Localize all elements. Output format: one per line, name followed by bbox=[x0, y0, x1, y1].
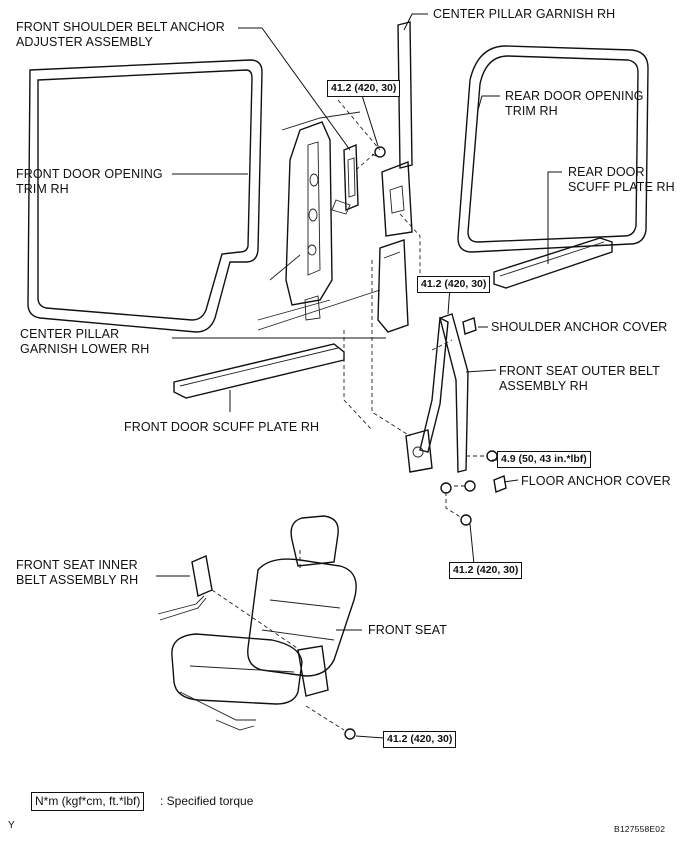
front-door-opening-trim-label: FRONT DOOR OPENING TRIM RH bbox=[16, 167, 163, 197]
label-line: REAR DOOR OPENING bbox=[505, 89, 644, 103]
center-pillar-garnish-label: CENTER PILLAR GARNISH RH bbox=[433, 7, 615, 22]
label-line: FLOOR ANCHOR COVER bbox=[521, 474, 671, 488]
label-line: CENTER PILLAR GARNISH RH bbox=[433, 7, 616, 21]
corner-mark: Y bbox=[8, 820, 15, 831]
label-line: ASSEMBLY RH bbox=[499, 379, 588, 393]
center-pillar-garnish-lower-label: CENTER PILLAR GARNISH LOWER RH bbox=[20, 327, 149, 357]
label-line: TRIM RH bbox=[16, 182, 69, 196]
label-line: GARNISH LOWER RH bbox=[20, 342, 150, 356]
front-seat-inner-belt-part bbox=[157, 555, 213, 621]
label-line: FRONT DOOR SCUFF PLATE RH bbox=[124, 420, 320, 434]
front-seat-inner-belt-label: FRONT SEAT INNER BELT ASSEMBLY RH bbox=[16, 558, 138, 588]
figure-code: B127558E02 bbox=[614, 824, 666, 834]
torque-legend-text: : Specified torque bbox=[160, 794, 254, 808]
torque-retractor: 4.9 (50, 43 in.*lbf) bbox=[497, 451, 591, 468]
front-seat-outer-belt-part bbox=[405, 313, 477, 494]
label-line: BELT ASSEMBLY RH bbox=[16, 573, 139, 587]
front-seat-label: FRONT SEAT bbox=[368, 623, 447, 638]
torque-legend-box: N*m (kgf*cm, ft.*lbf) bbox=[31, 792, 145, 811]
label-line: FRONT DOOR OPENING bbox=[16, 167, 163, 181]
label-line: TRIM RH bbox=[505, 104, 558, 118]
front-door-opening-trim-part bbox=[27, 59, 263, 333]
center-pillar-garnish-lower-part bbox=[377, 239, 409, 333]
shoulder-anchor-cover-label: SHOULDER ANCHOR COVER bbox=[491, 320, 667, 335]
label-line: REAR DOOR bbox=[568, 165, 645, 179]
torque-upper-anchor: 41.2 (420, 30) bbox=[327, 80, 401, 97]
rear-door-opening-trim-label: REAR DOOR OPENING TRIM RH bbox=[505, 89, 644, 119]
center-pillar-garnish-part bbox=[381, 21, 413, 237]
torque-seat: 41.2 (420, 30) bbox=[383, 731, 457, 748]
label-line: FRONT SEAT bbox=[368, 623, 448, 637]
front-door-scuff-plate-label: FRONT DOOR SCUFF PLATE RH bbox=[124, 420, 319, 435]
label-line: FRONT SEAT INNER bbox=[16, 558, 138, 572]
label-line: CENTER PILLAR bbox=[20, 327, 120, 341]
shoulder-belt-anchor-adjuster-part bbox=[331, 143, 359, 215]
label-line: ADJUSTER ASSEMBLY bbox=[16, 35, 153, 49]
alignment-lines bbox=[211, 99, 488, 731]
label-line: SHOULDER ANCHOR COVER bbox=[491, 320, 668, 334]
floor-anchor-cover-label: FLOOR ANCHOR COVER bbox=[521, 474, 671, 489]
front-seat-part bbox=[171, 515, 357, 740]
front-seat-outer-belt-label: FRONT SEAT OUTER BELT ASSEMBLY RH bbox=[499, 364, 660, 394]
front-door-scuff-plate-part bbox=[173, 343, 345, 399]
rear-door-scuff-plate-label: REAR DOOR SCUFF PLATE RH bbox=[568, 165, 675, 195]
torque-floor-anchor: 41.2 (420, 30) bbox=[449, 562, 523, 579]
front-shoulder-belt-anchor-label: FRONT SHOULDER BELT ANCHOR ADJUSTER ASSE… bbox=[16, 20, 225, 50]
label-line: SCUFF PLATE RH bbox=[568, 180, 675, 194]
torque-belt-upper: 41.2 (420, 30) bbox=[417, 276, 491, 293]
b-pillar-inner bbox=[285, 121, 333, 321]
rear-door-opening-trim-part bbox=[457, 45, 649, 253]
label-line: FRONT SHOULDER BELT ANCHOR bbox=[16, 20, 225, 34]
leader-lines bbox=[156, 13, 562, 739]
label-line: FRONT SEAT OUTER BELT bbox=[499, 364, 660, 378]
upper-anchor-bolt bbox=[371, 146, 386, 158]
rear-door-scuff-plate-part bbox=[493, 237, 613, 289]
